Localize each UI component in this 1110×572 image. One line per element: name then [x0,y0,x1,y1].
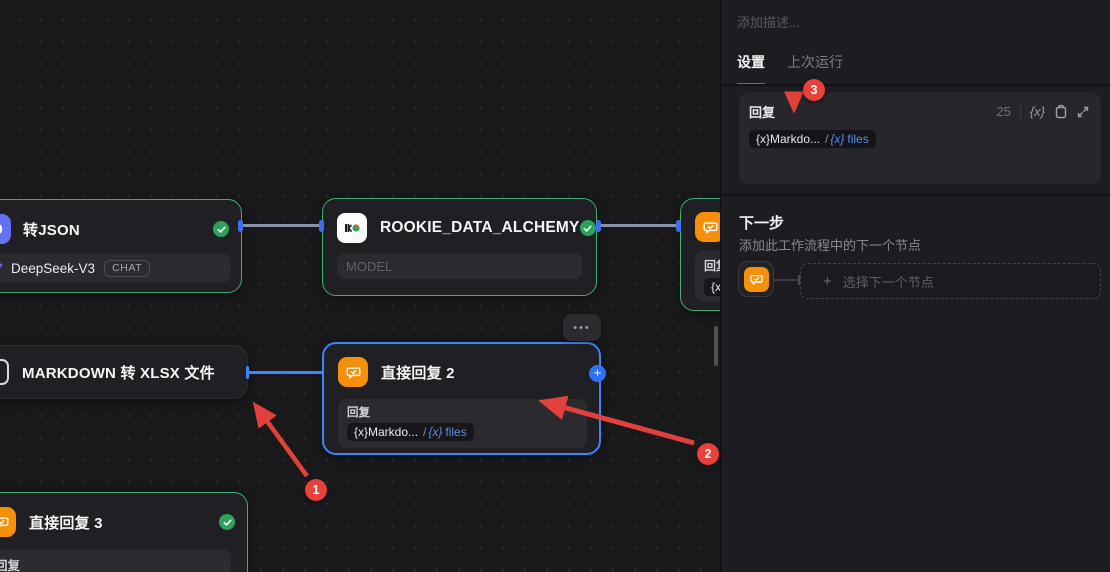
panel-tabs: 设置 上次运行 [737,52,843,86]
edge-port [246,366,249,379]
success-check-icon [579,220,596,236]
edge-port [676,220,681,232]
current-node-thumbnail [738,261,774,297]
answer-node-icon [0,507,16,537]
reply-field-label: 回复 [0,559,21,572]
description-input[interactable]: 添加描述... [737,15,800,30]
reply-field: 回复 {x}r [695,251,720,302]
node-reply-partial[interactable]: 回复 {x}r [680,198,720,311]
next-step-subtitle: 添加此工作流程中的下一个节点 [739,238,922,253]
model-field-label: MODEL [346,258,393,274]
tab-settings[interactable]: 设置 [737,52,765,86]
deepseek-logo-icon [0,260,4,277]
tab-last-run[interactable]: 上次运行 [787,54,843,70]
model-field[interactable]: MODEL [337,253,582,279]
divider [721,194,1110,196]
copy-icon[interactable] [1054,104,1068,119]
expand-icon[interactable] [1077,106,1089,118]
success-check-icon [213,221,229,237]
plus-icon: + [823,272,832,290]
edge-markdown-to-reply2 [248,371,322,374]
answer-node-icon [743,266,769,292]
node-more-menu-button[interactable]: ••• [563,314,601,341]
reply-field: 回复 {x}Markdo.../{x}files [338,399,587,448]
node-rookie-data-alchemy[interactable]: ROOKIE_DATA_ALCHEMY MODEL [322,198,597,296]
reply-editor-card[interactable]: 回复 25 {x} {x}Markdo.../{x}files [739,92,1101,184]
node-title: 直接回复 2 [381,364,455,382]
reply-field-label: 回复 [347,407,370,419]
success-check-icon [219,514,235,530]
scrollbar-thumb[interactable] [714,326,718,366]
node-direct-reply-2[interactable]: 直接回复 2 回复 {x}Markdo.../{x}files [322,342,601,455]
model-mode-badge: CHAT [104,259,151,277]
divider [721,84,1110,86]
variable-pill[interactable]: {x}Markdo.../{x}files [749,130,876,148]
node-title: ROOKIE_DATA_ALCHEMY [380,219,580,236]
connector-tick [798,275,800,285]
add-connection-button[interactable]: + [589,365,606,382]
node-title: MARKDOWN 转 XLSX 文件 [22,364,215,382]
reply-field: 回复 [0,549,231,572]
edge-json-to-rookie [242,224,322,227]
char-count: 25 [996,104,1011,119]
node-config-panel: 添加描述... 设置 上次运行 回复 25 {x} [720,0,1110,572]
node-direct-reply-3[interactable]: 直接回复 3 回复 [0,492,248,572]
edge-port [238,220,243,232]
model-name: DeepSeek-V3 [11,260,96,276]
node-json-convert[interactable]: 转JSON DeepSeek-V3 CHAT [0,199,242,293]
file-convert-node-icon: ↓ [0,359,9,385]
workflow-canvas[interactable]: 转JSON DeepSeek-V3 CHAT [0,0,720,572]
connector-line [774,279,800,281]
llm-node-icon [0,214,11,244]
reply-label: 回复 [749,105,776,120]
node-title: 直接回复 3 [29,514,103,532]
tool-node-icon [337,213,367,243]
select-next-node-button[interactable]: + 选择下一个节点 [800,263,1101,299]
variable-pill: {x}r [704,278,720,296]
select-next-node-label: 选择下一个节点 [842,274,934,290]
node-markdown-to-xlsx[interactable]: ↓ MARKDOWN 转 XLSX 文件 [0,345,248,399]
edge-port [319,220,324,232]
node-title: 转JSON [23,221,80,239]
answer-node-icon [338,357,368,387]
reply-field-label: 回复 [704,259,720,273]
variable-pill: {x}Markdo.../{x}files [347,423,474,441]
answer-node-icon [695,212,720,242]
model-selector[interactable]: DeepSeek-V3 CHAT [0,254,231,282]
edge-rookie-to-reply [599,224,678,227]
insert-variable-button[interactable]: {x} [1029,104,1045,119]
edge-port [596,220,601,232]
next-step-title: 下一步 [739,215,785,232]
divider [1019,105,1021,118]
